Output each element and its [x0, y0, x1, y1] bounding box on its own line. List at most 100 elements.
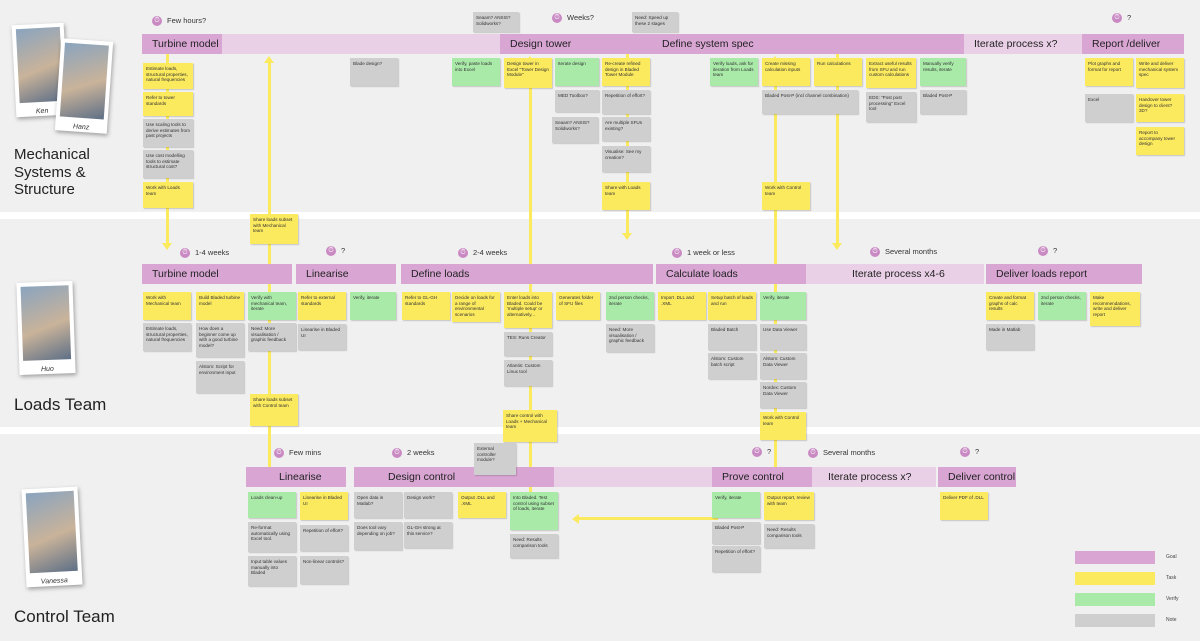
task-sticky: Refer to GL-GH standards: [402, 292, 450, 320]
note-sticky: Seaam? ANSIS? Solidworks?: [552, 117, 598, 143]
task-sticky: Handover tower design to client? 3D?: [1136, 94, 1184, 122]
note-sticky: Non-linear controls?: [300, 556, 348, 584]
goal-design-tower: Design tower: [500, 34, 652, 54]
note-sticky: Use cost modelling tools to estimate str…: [143, 150, 193, 178]
clock-icon: ⏱: [392, 448, 402, 459]
task-sticky: Output .DLL and .XML: [458, 492, 506, 518]
note-sticky: Alstom: Custom batch script: [708, 353, 756, 379]
task-sticky: Build Bladed turbine model: [196, 292, 244, 320]
duration-text: Weeks?: [567, 13, 594, 22]
verify-sticky: Verify, iterate: [350, 292, 396, 320]
task-sticky: Extract useful results from SFU and run …: [866, 58, 916, 88]
portrait-image: [15, 26, 64, 104]
note-sticky: Linearise in Bladed UI: [298, 324, 346, 350]
goal-iterate-process-loads: Iterate process x4-6: [806, 264, 984, 284]
verify-sticky: Into Bladed. Test control using subset o…: [510, 492, 558, 530]
duration-text: Several months: [885, 247, 938, 256]
legend-swatch-note: [1075, 614, 1155, 627]
note-sticky: Nordex: Custom Data Viewer: [760, 382, 806, 408]
note-sticky: Bladed Batch: [708, 324, 756, 350]
duration-text: 1 week or less: [687, 248, 735, 257]
task-sticky: Setup batch of loads and run: [708, 292, 756, 320]
note-sticky: Use scaling tools to derive estimates fr…: [143, 119, 193, 147]
task-sticky: Share with Loads team: [602, 182, 650, 210]
duration-text: ?: [341, 246, 346, 255]
arrow-left-icon: [572, 514, 579, 524]
clock-icon: ⏱: [960, 447, 970, 458]
note-sticky: Need: Speed up these 2 stages: [632, 12, 678, 32]
task-sticky: Generates folder of SFU files: [556, 292, 600, 320]
task-sticky: Re-create refined design in Bladed Tower…: [602, 58, 650, 86]
lane-control: [0, 434, 1200, 641]
note-sticky: Bladed Post-P: [920, 90, 966, 114]
duration-label: ⏱?: [1112, 13, 1132, 24]
duration-label: ⏱?: [960, 447, 979, 458]
task-sticky: Run calculations: [814, 58, 862, 86]
duration-label: ⏱Few mins: [274, 448, 322, 459]
connector-line: [578, 517, 718, 520]
duration-label: ⏱1-4 weeks: [180, 248, 229, 259]
arrow-down-icon: [162, 243, 172, 250]
portrait-image: [25, 490, 78, 574]
duration-text: Few mins: [289, 448, 322, 457]
note-sticky: Estimate loads, structural properties, n…: [143, 323, 191, 351]
duration-label: ⏱?: [752, 447, 772, 458]
task-sticky: Plot graphs and format for report: [1085, 58, 1133, 86]
note-sticky: Made in Matlab: [986, 324, 1034, 350]
duration-text: ?: [767, 447, 772, 456]
note-sticky: Excel: [1085, 94, 1133, 122]
goal-define-system-spec: Define system spec: [652, 34, 964, 54]
duration-label: ⏱ Weeks?: [552, 13, 594, 24]
note-sticky: Need: Results comparison tools: [510, 534, 558, 558]
clock-icon: ⏱: [326, 246, 336, 257]
note-sticky: How does a beginner come up with a good …: [196, 323, 244, 357]
arrow-down-icon: [832, 243, 842, 250]
goal-spacer: [554, 467, 712, 487]
note-sticky: Repetition of effort?: [602, 90, 650, 114]
persona-photo-huo: Huo: [16, 281, 76, 375]
goal-deliver-control: Deliver control: [938, 467, 1016, 487]
portrait-image: [59, 42, 109, 120]
duration-label: ⏱?: [1038, 246, 1057, 257]
note-sticky: Does tool vary depending on job?: [354, 522, 402, 550]
verify-sticky: Verify, iterate: [712, 492, 760, 518]
legend-label-goal: Goal: [1166, 554, 1177, 560]
task-sticky: Report to accompany tower design: [1136, 127, 1184, 155]
duration-text: 2 weeks: [407, 448, 435, 457]
task-sticky: Decide on loads for a range of environme…: [452, 292, 500, 322]
lane-title-control: Control Team: [14, 607, 115, 626]
note-sticky: EDS: "Post post processing" Excel tool: [866, 92, 916, 122]
duration-label: ⏱ 2 weeks: [392, 448, 435, 459]
verify-sticky: Verify, paste loads into Excel: [452, 58, 500, 86]
note-sticky: MED Toolbox?: [555, 90, 599, 112]
task-sticky: Enter loads into Bladed. Could be 'multi…: [504, 292, 552, 328]
verify-sticky: Manually verify results, iterate: [920, 58, 966, 86]
task-sticky: Share loads subset with Control team: [250, 394, 298, 426]
clock-icon: ⏱: [752, 447, 762, 458]
note-sticky: Use Data Viewer: [760, 324, 806, 350]
note-sticky: Input table values manually into Bladed: [248, 556, 296, 586]
lane-title-mechanical: Mechanical Systems & Structure: [14, 146, 90, 199]
legend-swatch-goal: [1075, 551, 1155, 564]
persona-photo-hanz: Hanz: [54, 38, 114, 134]
goal-calculate-loads: Calculate loads: [656, 264, 806, 284]
note-sticky: Alstom: Script for environment input: [196, 361, 244, 393]
goal-iterate-process-mech: Iterate process x?: [964, 34, 1082, 54]
goal-design-control: Design control: [354, 467, 554, 487]
clock-icon: ⏱: [552, 13, 562, 24]
task-sticky: Write and deliver mechanical system spec: [1136, 58, 1184, 88]
verify-sticky: Verify loads, ask for iteration from Loa…: [710, 58, 758, 86]
duration-label: ⏱Few hours?: [152, 16, 206, 27]
clock-icon: ⏱: [672, 248, 682, 259]
legend-label-verify: Verify: [1166, 596, 1179, 602]
clock-icon: ⏱: [1038, 246, 1048, 257]
verify-sticky: Iterate design: [555, 58, 599, 86]
note-sticky: Need: More visualisation / graphic feedb…: [248, 323, 296, 351]
task-sticky: Share loads subset with Mechanical team: [250, 214, 298, 244]
note-sticky: Open data in Matlab?: [354, 492, 402, 518]
note-sticky: Need: Results comparison tools: [764, 524, 814, 548]
goal-report-deliver: Report /deliver: [1082, 34, 1184, 54]
duration-text: ?: [1127, 13, 1132, 22]
duration-text: Several months: [823, 448, 876, 457]
duration-label: ⏱?: [326, 246, 346, 257]
